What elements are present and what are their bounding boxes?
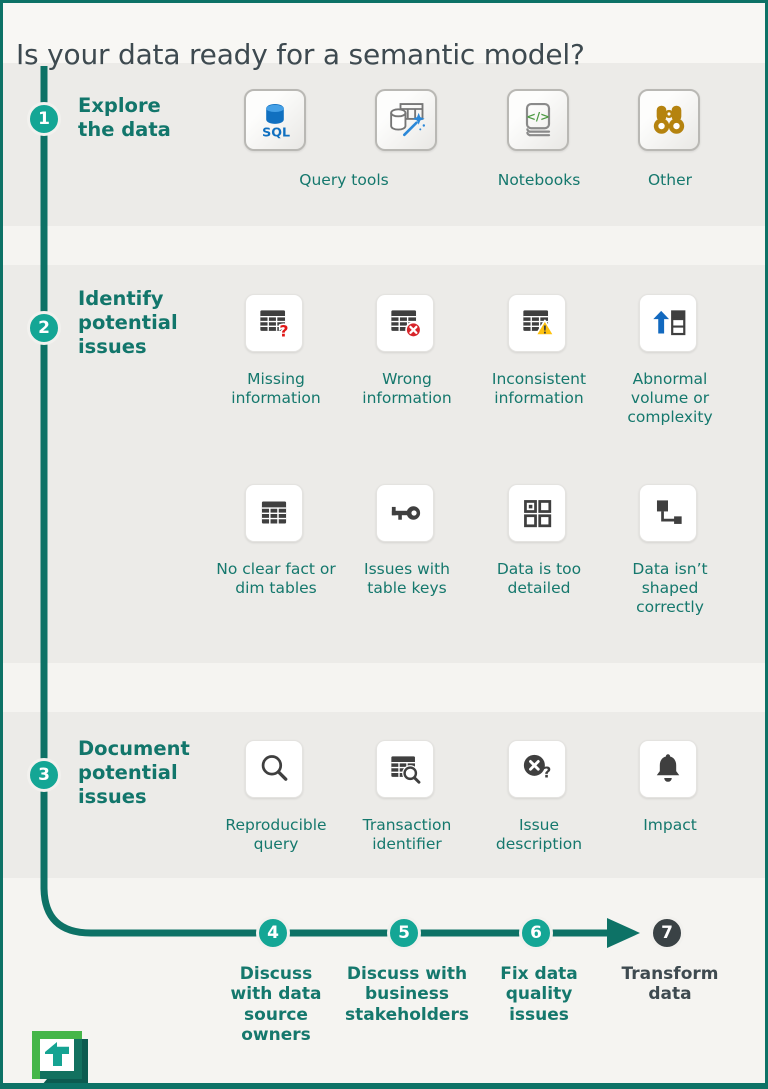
- caption-missing-information: Missing information: [231, 370, 321, 408]
- caption-not-shaped: Data isn’t shaped correctly: [632, 560, 708, 617]
- table-grid-icon: [245, 484, 303, 542]
- caption-no-fact-dim: No clear fact or dim tables: [216, 560, 336, 598]
- table-question-icon: ?: [245, 294, 303, 352]
- svg-text:</>: </>: [526, 110, 550, 124]
- caption-notebooks: Notebooks: [497, 171, 581, 189]
- caption-transaction-identifier: Transaction identifier: [362, 816, 452, 854]
- caption-other: Other: [647, 171, 692, 189]
- table-warning-icon: !: [508, 294, 566, 352]
- caption-table-keys: Issues with table keys: [364, 560, 450, 598]
- table-error-icon: [376, 294, 434, 352]
- svg-text:!: !: [542, 324, 547, 336]
- grid-detail-icon: [508, 484, 566, 542]
- step-2-heading: Identify potential issues: [78, 287, 178, 358]
- caption-reproducible-query: Reproducible query: [225, 816, 327, 854]
- svg-text:?: ?: [279, 322, 288, 341]
- step-5-marker: 5: [387, 916, 421, 950]
- step-3-marker: 3: [27, 758, 61, 792]
- shape-connector-icon: [639, 484, 697, 542]
- title-bar: [3, 3, 765, 63]
- notebook-code-icon: </>: [507, 89, 569, 151]
- step-6-marker: 6: [519, 916, 553, 950]
- page-title: Is your data ready for a semantic model?: [16, 37, 585, 71]
- error-question-icon: ?: [508, 740, 566, 798]
- binoculars-icon: [638, 89, 700, 151]
- step-6-label: Fix data quality issues: [500, 964, 578, 1025]
- caption-inconsistent-information: Inconsistent information: [491, 370, 587, 408]
- caption-query-tools: Query tools: [299, 171, 389, 189]
- bell-icon: [639, 740, 697, 798]
- step-5-label: Discuss with business stakeholders: [345, 964, 469, 1025]
- key-icon: [376, 484, 434, 542]
- sql-database-icon: SQL: [244, 89, 306, 151]
- magnifier-icon: [245, 740, 303, 798]
- tabular-editor-logo: [28, 1029, 92, 1083]
- caption-abnormal-volume: Abnormal volume or complexity: [627, 370, 713, 427]
- step-7-marker: 7: [650, 916, 684, 950]
- step-4-label: Discuss with data source owners: [230, 964, 322, 1046]
- caption-issue-description: Issue description: [495, 816, 583, 854]
- step-7-label: Transform data: [621, 964, 719, 1005]
- caption-impact: Impact: [643, 816, 697, 834]
- svg-text:?: ?: [543, 764, 552, 781]
- step-1-heading: Explore the data: [78, 94, 171, 141]
- step-2-marker: 2: [27, 311, 61, 345]
- step-4-marker: 4: [256, 916, 290, 950]
- dataflow-wand-icon: [375, 89, 437, 151]
- step-1-marker: 1: [27, 102, 61, 136]
- svg-text:SQL: SQL: [262, 125, 290, 140]
- arrow-head-icon: [607, 918, 640, 948]
- step-3-heading: Document potential issues: [78, 737, 190, 808]
- caption-wrong-information: Wrong information: [362, 370, 452, 408]
- table-volume-up-icon: [639, 294, 697, 352]
- table-search-icon: [376, 740, 434, 798]
- caption-too-detailed: Data is too detailed: [496, 560, 582, 598]
